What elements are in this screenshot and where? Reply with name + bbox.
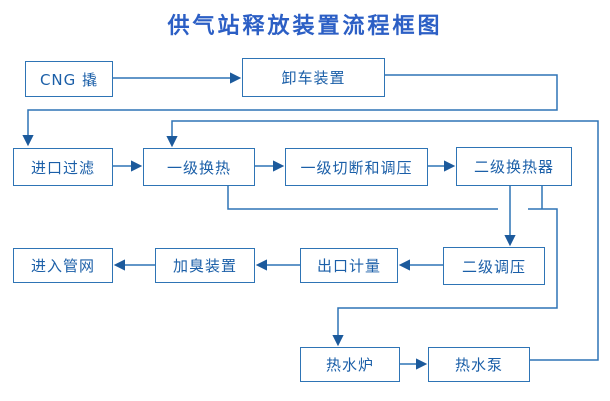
node-primary-heat-exchanger: 一级换热 [143, 148, 255, 186]
edge-hx1-return [227, 186, 498, 210]
node-secondary-heat-exchanger: 二级换热器 [456, 147, 572, 186]
node-hot-water-pump: 热水泵 [428, 347, 530, 382]
node-cng-skid: CNG 撬 [25, 61, 113, 97]
node-into-pipeline-network: 进入管网 [13, 248, 113, 283]
edge-pump-to-hx1 [166, 120, 599, 361]
edge-return-to-boiler [332, 208, 558, 347]
node-hot-water-boiler: 热水炉 [300, 347, 400, 382]
page-title: 供气站释放装置流程框图 [167, 14, 443, 39]
node-outlet-metering: 出口计量 [300, 248, 398, 283]
node-unloading-device: 卸车装置 [242, 58, 385, 97]
node-primary-shutoff-regulator: 一级切断和调压 [285, 148, 428, 186]
node-inlet-filter: 进口过滤 [13, 148, 113, 186]
edge-unload-to-filter [22, 74, 558, 147]
node-secondary-regulator: 二级调压 [443, 247, 545, 285]
node-odorizing-device: 加臭装置 [155, 248, 255, 283]
